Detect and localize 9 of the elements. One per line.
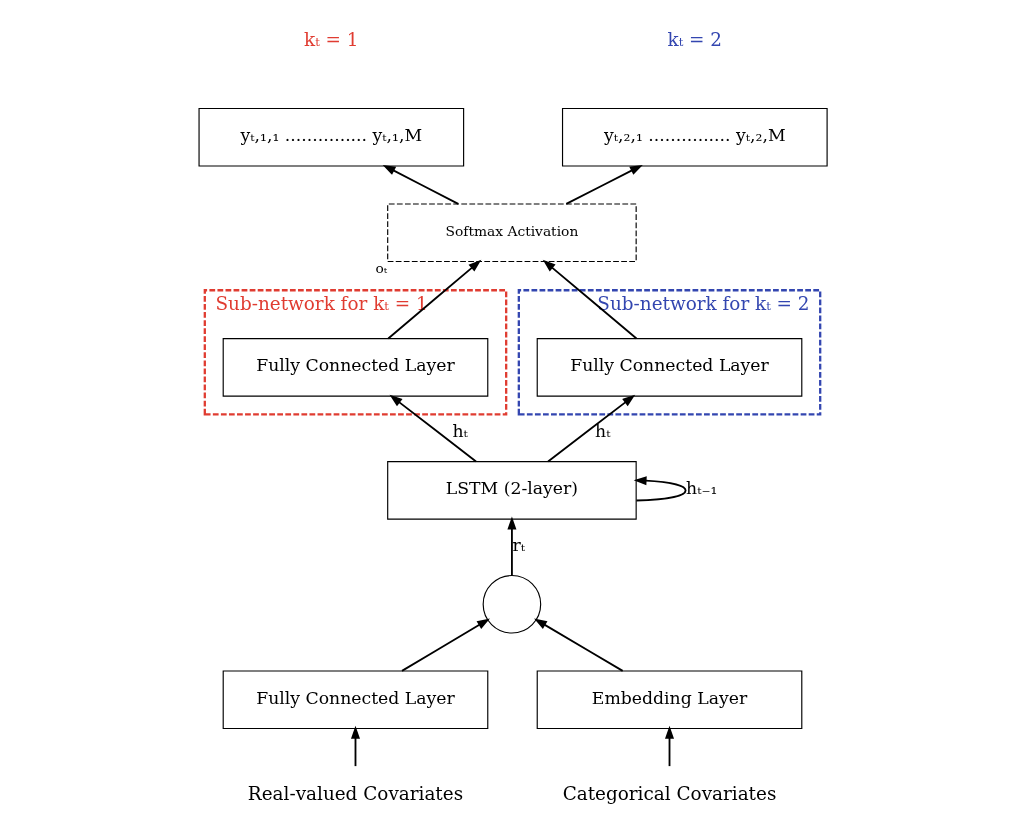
node-text: Categorical Covariates — [562, 782, 776, 804]
node-label: oₜ — [375, 259, 387, 276]
node-label: kₜ = 2 — [667, 29, 722, 51]
node-label: kₜ = 1 — [303, 29, 359, 51]
node-text: Real-valued Covariates — [247, 782, 463, 804]
edge-label: hₜ₋₁ — [685, 478, 717, 499]
edge-label: hₜ — [451, 421, 468, 442]
edge-label: rₜ — [512, 535, 525, 556]
edge-label: hₜ — [594, 421, 610, 442]
